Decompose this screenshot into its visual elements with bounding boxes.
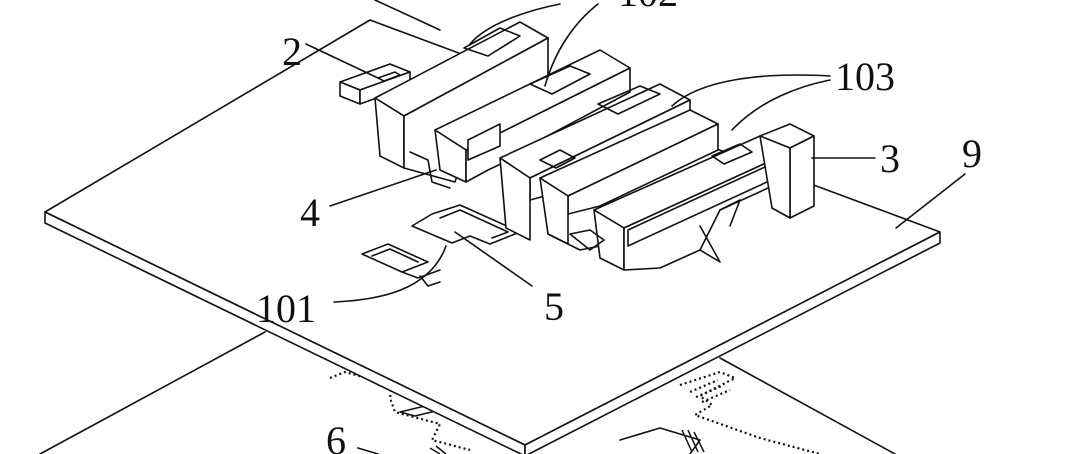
leader-lines bbox=[305, 0, 966, 454]
reference-numerals: 2 102 103 3 9 4 101 5 6 bbox=[256, 0, 982, 454]
label-5: 5 bbox=[544, 284, 564, 329]
housing-block-4 bbox=[539, 109, 815, 271]
housing-block-2 bbox=[434, 49, 631, 183]
base-plate bbox=[44, 19, 941, 454]
label-101: 101 bbox=[256, 286, 316, 331]
lower-board bbox=[39, 331, 896, 454]
label-6: 6 bbox=[326, 418, 346, 454]
label-2: 2 bbox=[282, 29, 302, 74]
label-102: 102 bbox=[618, 0, 678, 15]
label-103: 103 bbox=[835, 54, 895, 99]
recess-part bbox=[361, 204, 521, 287]
label-9: 9 bbox=[962, 131, 982, 176]
hatched-part bbox=[429, 429, 705, 454]
label-4: 4 bbox=[300, 190, 320, 235]
label-3: 3 bbox=[880, 136, 900, 181]
